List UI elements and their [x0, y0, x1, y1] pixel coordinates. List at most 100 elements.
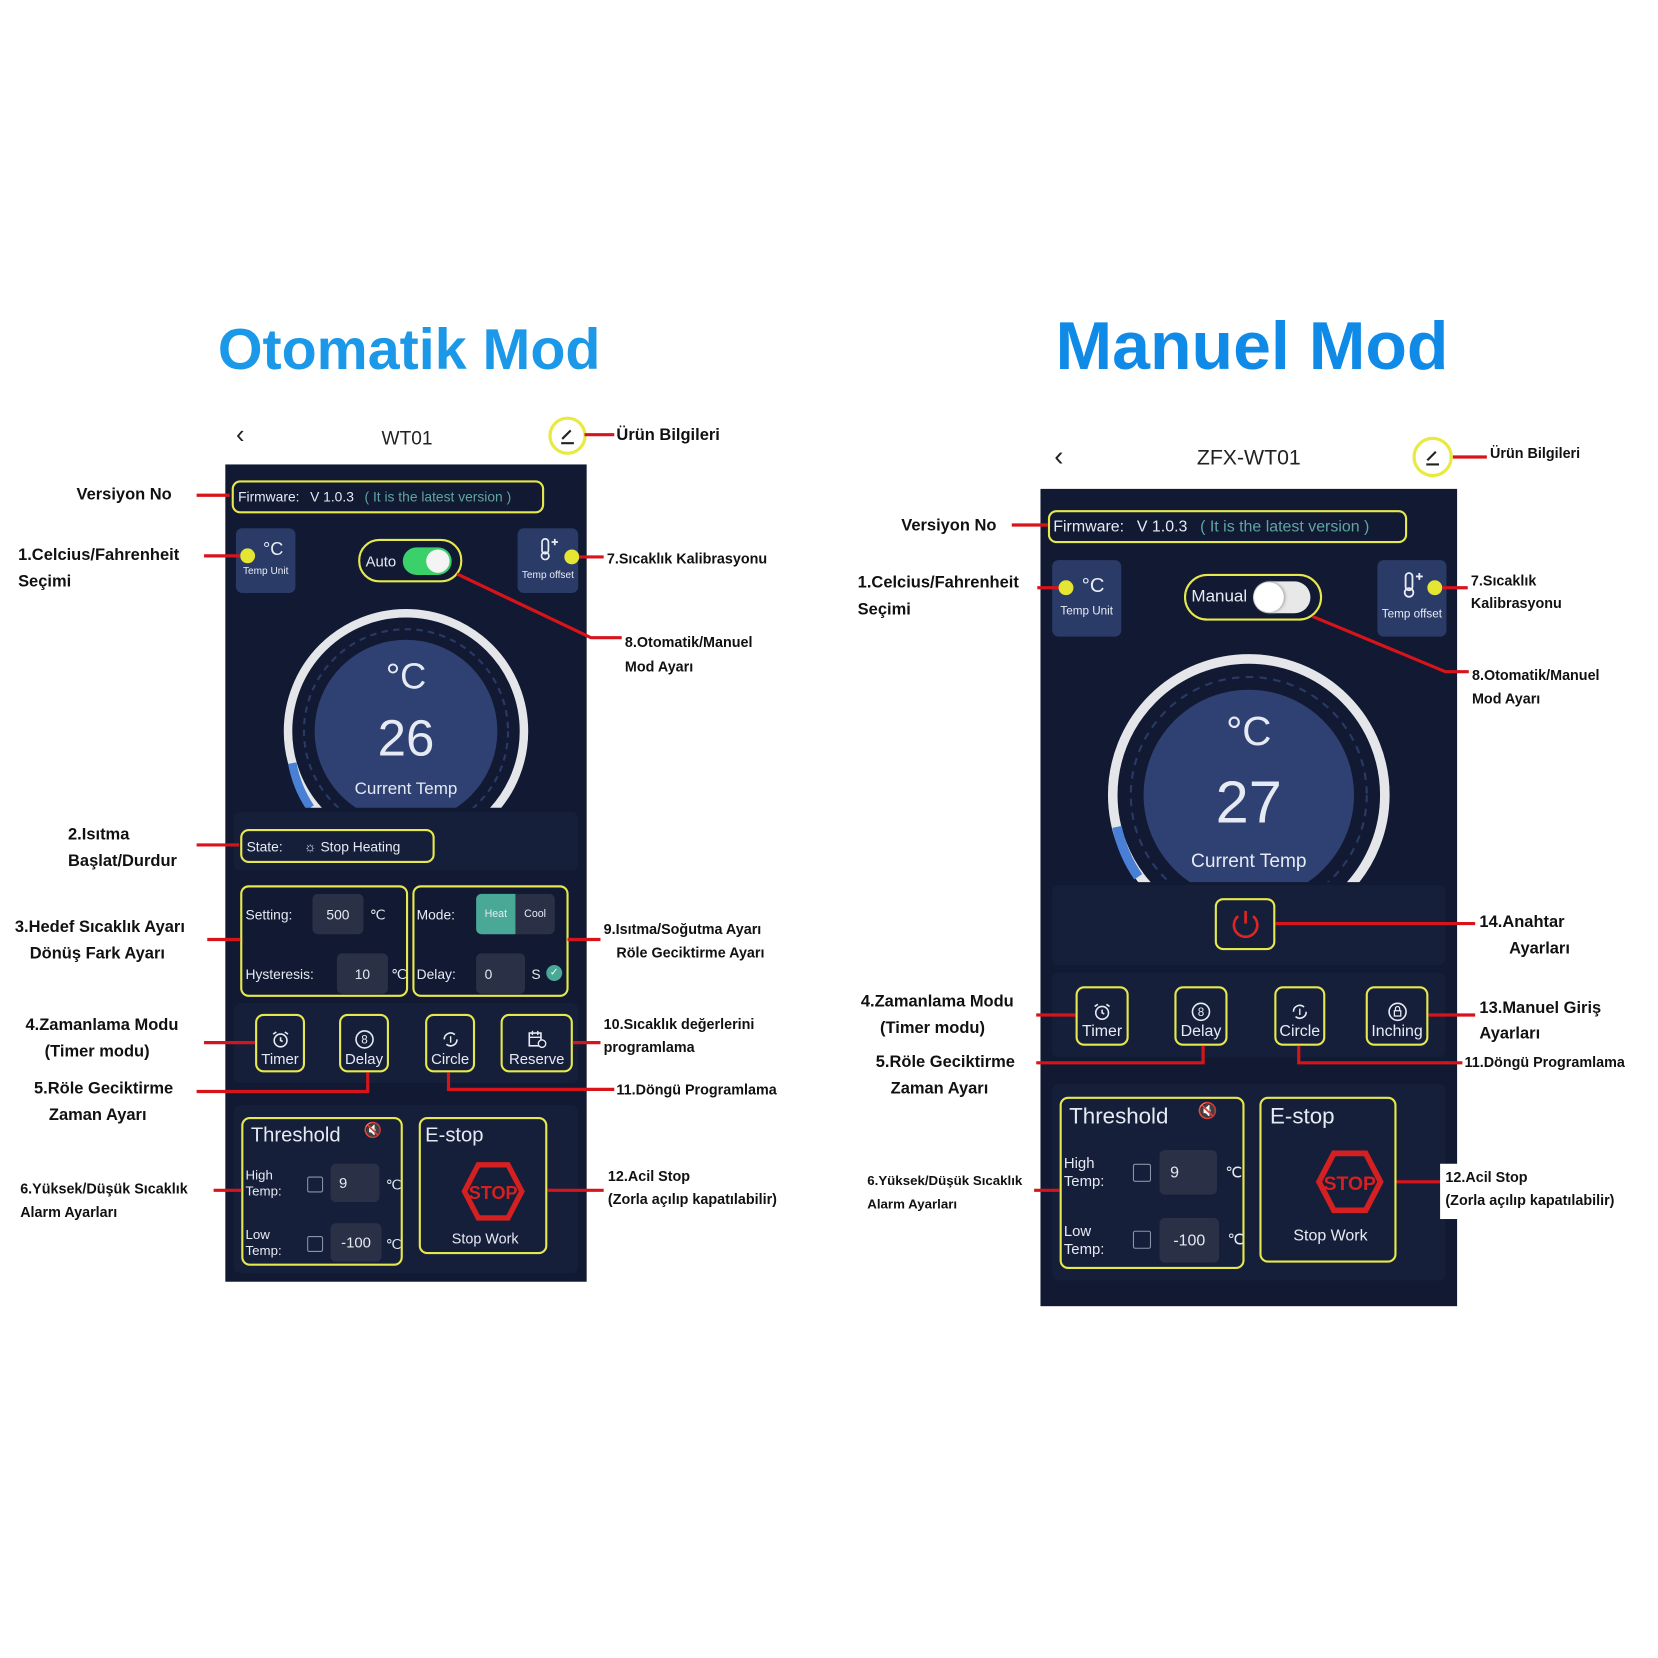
- low-temp-input[interactable]: -100: [330, 1223, 382, 1262]
- stop-sign-icon: STOP: [461, 1162, 525, 1221]
- manual-mode-toggle[interactable]: Manual: [1183, 573, 1323, 621]
- auto-mode-toggle[interactable]: Auto: [358, 538, 463, 583]
- timer-button[interactable]: Timer: [1075, 986, 1129, 1046]
- temp-unit-label: Temp Unit: [242, 565, 289, 578]
- mute-icon[interactable]: 🔇: [1197, 1102, 1218, 1121]
- label-heat-1: 2.Isıtma: [68, 825, 130, 844]
- label-heat-2: Başlat/Durdur: [68, 852, 177, 871]
- delay-input[interactable]: 0: [476, 953, 526, 994]
- label-alarm-1: 6.Yüksek/Düşük Sıcaklık: [867, 1173, 1023, 1189]
- label-version: Versiyon No: [901, 516, 997, 535]
- calendar-clock-icon: [528, 1030, 547, 1049]
- circle-button[interactable]: Circle: [1274, 986, 1326, 1046]
- label-alarm-1: 6.Yüksek/Düşük Sıcaklık: [20, 1180, 188, 1197]
- timer-label: Timer: [1082, 1022, 1123, 1041]
- hysteresis-unit: ℃: [391, 966, 407, 983]
- high-temp-unit: ℃: [385, 1176, 402, 1193]
- highlight-dot: [1427, 580, 1443, 596]
- label-version: Versiyon No: [76, 485, 172, 504]
- temperature-gauge: °C 26 Current Temp: [278, 606, 533, 808]
- high-temp-checkbox[interactable]: [307, 1176, 324, 1193]
- label-unit-2: Seçimi: [18, 572, 72, 591]
- back-button[interactable]: ‹: [1054, 439, 1064, 472]
- mode-box: Mode: Heat Cool Delay: 0 S ✓: [412, 885, 569, 997]
- heating-state-button[interactable]: State: ☼ Stop Heating: [240, 828, 435, 863]
- high-temp-checkbox[interactable]: [1132, 1163, 1152, 1182]
- label-target-1: 3.Hedef Sıcaklık Ayarı: [14, 918, 185, 937]
- low-temp-label: Low Temp:: [245, 1227, 282, 1259]
- gauge-progress: [1112, 825, 1143, 880]
- low-temp-unit: ℃: [385, 1236, 402, 1252]
- reserve-label: Reserve: [508, 1050, 565, 1068]
- firmware-version: V 1.0.3: [310, 488, 354, 505]
- delay-button[interactable]: 8 Delay: [1174, 986, 1228, 1046]
- confirm-check-icon[interactable]: ✓: [546, 965, 563, 981]
- power-icon: [1232, 910, 1259, 938]
- state-section: [233, 811, 579, 871]
- gauge-unit: °C: [1226, 709, 1272, 755]
- estop-action-label: Stop Work: [451, 1230, 519, 1247]
- label-target-2: Dönüş Fark Ayarı: [29, 944, 165, 963]
- hysteresis-label: Hysteresis:: [245, 966, 314, 983]
- cool-button[interactable]: Cool: [515, 893, 555, 935]
- setting-label: Setting:: [245, 906, 293, 923]
- label-cycle: 11.Döngü Programlama: [1464, 1054, 1625, 1071]
- inching-button[interactable]: Inching: [1365, 986, 1429, 1046]
- hysteresis-input[interactable]: 10: [336, 953, 388, 994]
- temperature-gauge: °C 27 Current Temp: [1102, 648, 1395, 883]
- estop-button[interactable]: E-stop STOP Stop Work: [1259, 1096, 1397, 1263]
- low-temp-checkbox[interactable]: [307, 1236, 324, 1252]
- current-temp-label: Current Temp: [1191, 850, 1307, 872]
- high-temp-input[interactable]: 9: [330, 1163, 380, 1203]
- circle-button[interactable]: Circle: [425, 1013, 476, 1073]
- power-button[interactable]: [1214, 898, 1276, 951]
- label-mode-1: 8.Otomatik/Manuel: [1471, 667, 1600, 684]
- setting-box: Setting: 500 ℃ Hysteresis: 10 ℃: [240, 885, 409, 997]
- timer-section: [233, 1003, 579, 1083]
- firmware-info: Firmware: V 1.0.3 ( It is the latest ver…: [1047, 510, 1408, 544]
- firmware-status: ( It is the latest version ): [364, 488, 512, 505]
- mute-icon[interactable]: 🔇: [363, 1121, 383, 1139]
- label-program-1: 10.Sıcaklık değerlerini: [603, 1016, 755, 1032]
- high-temp-label: High Temp:: [1063, 1154, 1105, 1190]
- label-calibration-2: Kalibrasyonu: [1470, 595, 1562, 612]
- temp-offset-button[interactable]: Temp offset: [1377, 560, 1447, 637]
- heat-button[interactable]: Heat: [476, 893, 516, 935]
- circle-label: Circle: [1279, 1022, 1321, 1041]
- threshold-box: Threshold 🔇 High Temp: 9 ℃ Low Temp: -10…: [1059, 1096, 1245, 1269]
- label-manual-input-2: Ayarları: [1479, 1024, 1541, 1043]
- high-temp-input[interactable]: 9: [1159, 1149, 1217, 1195]
- label-mode-2: Mod Ayarı: [624, 658, 694, 675]
- pencil-icon: [561, 429, 574, 445]
- low-temp-checkbox[interactable]: [1132, 1230, 1152, 1249]
- edit-button[interactable]: [1412, 436, 1453, 478]
- delay-eight-icon: 8: [1191, 1002, 1211, 1022]
- setting-input[interactable]: 500: [312, 893, 364, 935]
- highlight-dot: [564, 549, 580, 565]
- firmware-status: ( It is the latest version ): [1200, 517, 1370, 536]
- edit-button[interactable]: [548, 416, 587, 455]
- label-unit-1: 1.Celcius/Fahrenheit: [18, 546, 180, 565]
- back-button[interactable]: ‹: [235, 420, 245, 450]
- delay-button[interactable]: 8 Delay: [339, 1013, 389, 1073]
- toggle-switch-off[interactable]: [1253, 581, 1311, 614]
- gauge-progress: [288, 762, 314, 808]
- temp-unit-button[interactable]: °C Temp Unit: [1052, 560, 1122, 637]
- temp-offset-label: Temp offset: [1381, 607, 1443, 621]
- estop-title: E-stop: [425, 1124, 484, 1147]
- highlight-dot: [240, 548, 256, 564]
- label-timer-1: 4.Zamanlama Modu: [25, 1016, 179, 1035]
- label-relay-1: 5.Röle Geciktirme: [875, 1053, 1015, 1072]
- label-mode-1: 8.Otomatik/Manuel: [624, 634, 753, 651]
- label-switch-2: Ayarları: [1509, 939, 1570, 958]
- reserve-button[interactable]: Reserve: [500, 1013, 573, 1073]
- label-heat-cool-2: Röle Geciktirme Ayarı: [616, 944, 765, 961]
- low-temp-input[interactable]: -100: [1159, 1217, 1220, 1263]
- threshold-title: Threshold: [1069, 1104, 1169, 1129]
- label-calibration-1: 7.Sıcaklık: [1470, 572, 1537, 589]
- estop-button[interactable]: E-stop STOP Stop Work: [418, 1117, 548, 1255]
- timer-button[interactable]: Timer: [255, 1013, 306, 1073]
- device-title: WT01: [381, 427, 433, 449]
- toggle-switch-on[interactable]: [402, 546, 452, 575]
